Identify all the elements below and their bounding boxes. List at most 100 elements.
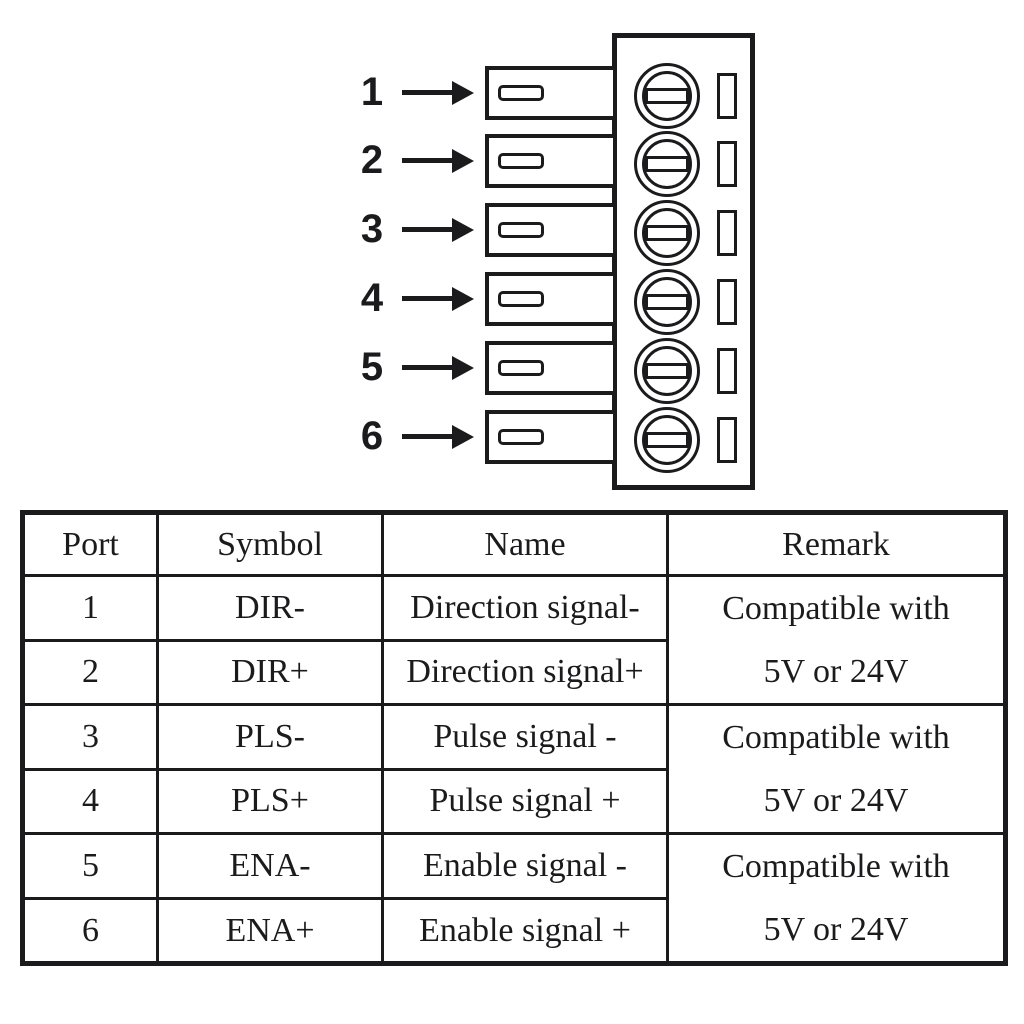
pin-number-label: 5 <box>360 345 384 390</box>
remark-line: Compatible with <box>722 589 950 627</box>
terminal-slot <box>485 134 617 188</box>
table-row: 6 ENA+ Enable signal + <box>21 897 1006 965</box>
screw-inner-ring <box>642 346 692 396</box>
screw-slot <box>645 225 689 241</box>
screw-head-icon <box>634 269 700 335</box>
screw-head-icon <box>634 407 700 473</box>
remark-line: Compatible with <box>722 718 950 756</box>
cell-symbol: DIR+ <box>156 638 384 706</box>
terminal-slot <box>485 410 617 464</box>
side-contact <box>717 417 737 463</box>
cell-remark: Compatible with 5V or 24V <box>666 574 1007 706</box>
screw-slot <box>645 294 689 310</box>
pin-row-4: 4 <box>0 265 800 335</box>
connector-diagram: 1 2 <box>0 0 1024 500</box>
terminal-slot <box>485 66 617 120</box>
pin-table: Port Symbol Name Remark 1 DIR- Direction… <box>20 510 1008 966</box>
cell-port: 1 <box>21 574 159 642</box>
screw-inner-ring <box>642 139 692 189</box>
wire-opening <box>498 222 544 238</box>
cell-name: Enable signal - <box>381 832 669 900</box>
remark-stack: Compatible with 5V or 24V <box>669 835 1003 961</box>
cell-symbol: PLS+ <box>156 767 384 835</box>
arrow-icon <box>402 434 456 439</box>
screw-inner-ring <box>642 415 692 465</box>
cell-remark: Compatible with 5V or 24V <box>666 832 1007 965</box>
pin-number-label: 1 <box>360 70 384 115</box>
pin-row-1: 1 <box>0 59 800 129</box>
pin-number-label: 2 <box>360 138 384 183</box>
side-contact <box>717 279 737 325</box>
cell-port: 4 <box>21 767 159 835</box>
arrow-icon <box>402 365 456 370</box>
side-contact <box>717 73 737 119</box>
cell-port: 3 <box>21 703 159 771</box>
cell-symbol: DIR- <box>156 574 384 642</box>
cell-port: 5 <box>21 832 159 900</box>
remark-line: 5V or 24V <box>763 910 909 948</box>
remark-line: 5V or 24V <box>763 652 909 690</box>
wire-opening <box>498 429 544 445</box>
arrow-icon <box>402 90 456 95</box>
arrow-head-icon <box>452 356 474 380</box>
screw-head-icon <box>634 131 700 197</box>
arrow-icon <box>402 227 456 232</box>
cell-name: Pulse signal + <box>381 767 669 835</box>
col-header-port: Port <box>21 511 159 577</box>
terminal-slot <box>485 272 617 326</box>
pin-row-5: 5 <box>0 334 800 404</box>
screw-slot <box>645 363 689 379</box>
arrow-icon <box>402 158 456 163</box>
table-row: 5 ENA- Enable signal - Compatible with 5… <box>21 832 1007 965</box>
terminal-slot <box>485 203 617 257</box>
pin-row-6: 6 <box>0 403 800 473</box>
arrow-head-icon <box>452 218 474 242</box>
table-row: 1 DIR- Direction signal- Compatible with… <box>21 574 1007 706</box>
col-header-name: Name <box>381 511 669 577</box>
arrow-head-icon <box>452 425 474 449</box>
side-contact <box>717 348 737 394</box>
table-row: 2 DIR+ Direction signal+ <box>21 638 1006 706</box>
remark-stack: Compatible with 5V or 24V <box>669 577 1003 703</box>
screw-slot <box>645 88 689 104</box>
col-header-remark: Remark <box>666 511 1007 577</box>
cell-symbol: ENA- <box>156 832 384 900</box>
cell-name: Direction signal- <box>381 574 669 642</box>
cell-symbol: PLS- <box>156 703 384 771</box>
cell-name: Pulse signal - <box>381 703 669 771</box>
screw-head-icon <box>634 63 700 129</box>
screw-inner-ring <box>642 208 692 258</box>
col-header-symbol: Symbol <box>156 511 384 577</box>
screw-slot <box>645 156 689 172</box>
arrow-head-icon <box>452 287 474 311</box>
arrow-head-icon <box>452 149 474 173</box>
remark-stack: Compatible with 5V or 24V <box>669 706 1003 832</box>
pin-number-label: 4 <box>360 276 384 321</box>
pin-number-label: 6 <box>360 414 384 459</box>
wire-opening <box>498 153 544 169</box>
side-contact <box>717 210 737 256</box>
pin-row-2: 2 <box>0 127 800 197</box>
cell-remark: Compatible with 5V or 24V <box>666 703 1007 835</box>
wire-opening <box>498 291 544 307</box>
arrow-head-icon <box>452 81 474 105</box>
cell-port: 6 <box>21 897 159 965</box>
cell-name: Enable signal + <box>381 897 669 965</box>
screw-slot <box>645 432 689 448</box>
cell-symbol: ENA+ <box>156 897 384 965</box>
terminal-slot <box>485 341 617 395</box>
remark-line: 5V or 24V <box>763 781 909 819</box>
pin-row-3: 3 <box>0 196 800 266</box>
pin-number-label: 3 <box>360 207 384 252</box>
wire-opening <box>498 360 544 376</box>
table-row: 3 PLS- Pulse signal - Compatible with 5V… <box>21 703 1007 835</box>
cell-name: Direction signal+ <box>381 638 669 706</box>
cell-port: 2 <box>21 638 159 706</box>
screw-inner-ring <box>642 277 692 327</box>
arrow-icon <box>402 296 456 301</box>
screw-head-icon <box>634 338 700 404</box>
table-header-row: Port Symbol Name Remark <box>21 511 1007 577</box>
screw-head-icon <box>634 200 700 266</box>
side-contact <box>717 141 737 187</box>
